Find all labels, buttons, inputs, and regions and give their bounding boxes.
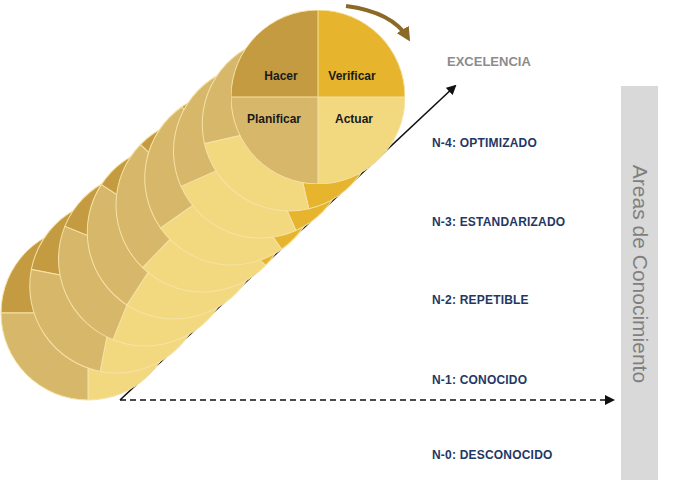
level-band-label: N-4: OPTIMIZADO	[432, 136, 537, 150]
pdca-quadrant-shape	[231, 97, 318, 184]
pdca-quadrant-shape	[318, 10, 405, 97]
level-label: EXCELENCIA	[447, 54, 531, 69]
level-band-label: N-2: REPETIBLE	[432, 293, 529, 307]
knowledge-areas-bar-label: Areas de Conocimiento	[628, 165, 652, 383]
level-band-label: N-1: CONOCIDO	[432, 373, 527, 387]
pdca-quadrant: Hacer	[231, 10, 318, 97]
pdca-quadrant-shape	[318, 97, 405, 184]
level-band: N-1: CONOCIDO	[0, 320, 618, 400]
pdca-quadrant-shape	[231, 10, 318, 97]
pdca-quadrant-label: Planificar	[247, 112, 301, 126]
pdca-quadrant-label: Hacer	[264, 69, 297, 83]
pdca-quadrant: Actuar	[318, 97, 405, 184]
level-band: N-2: REPETIBLE	[0, 242, 618, 320]
level-band-shape	[0, 163, 618, 242]
baseline-arrow	[120, 399, 613, 400]
level-band-shape	[0, 86, 618, 163]
level-band-shape	[0, 242, 618, 320]
pdca-quadrant: Planificar	[231, 97, 318, 184]
knowledge-areas-bar: Areas de Conocimiento	[621, 86, 658, 480]
level-band-label: N-0: DESCONOCIDO	[432, 448, 553, 462]
pdca-quadrant-label: Verificar	[328, 69, 375, 83]
level-band: N-3: ESTANDARIZADO	[0, 163, 618, 242]
level-band-label: N-3: ESTANDARIZADO	[432, 215, 565, 229]
level-band: N-0: DESCONOCIDO	[0, 400, 618, 480]
pdca-quadrant: Verificar	[318, 10, 405, 97]
pdca-quadrant-label: Actuar	[335, 112, 373, 126]
level-band-shape	[0, 400, 618, 480]
level-band-shape	[0, 320, 618, 400]
level-band: N-4: OPTIMIZADO	[0, 86, 618, 163]
